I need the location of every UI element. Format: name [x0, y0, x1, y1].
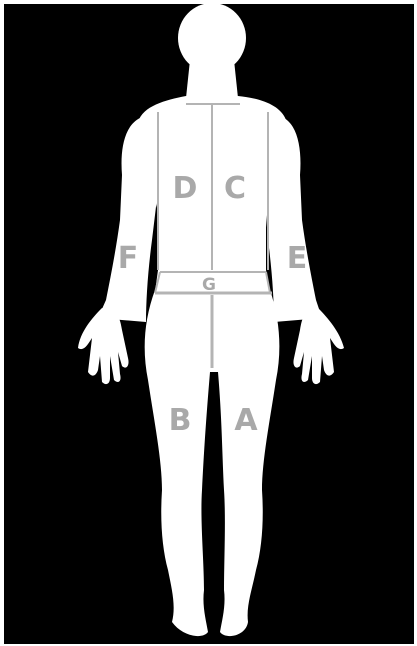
zone-label-e: E	[287, 241, 308, 276]
zone-label-a: A	[234, 403, 258, 438]
zone-label-g: G	[202, 275, 216, 295]
zone-label-b: B	[169, 403, 192, 438]
zone-label-d: D	[173, 171, 198, 206]
neck	[186, 60, 238, 98]
zone-label-f: F	[118, 241, 139, 276]
zone-label-c: C	[224, 171, 246, 206]
